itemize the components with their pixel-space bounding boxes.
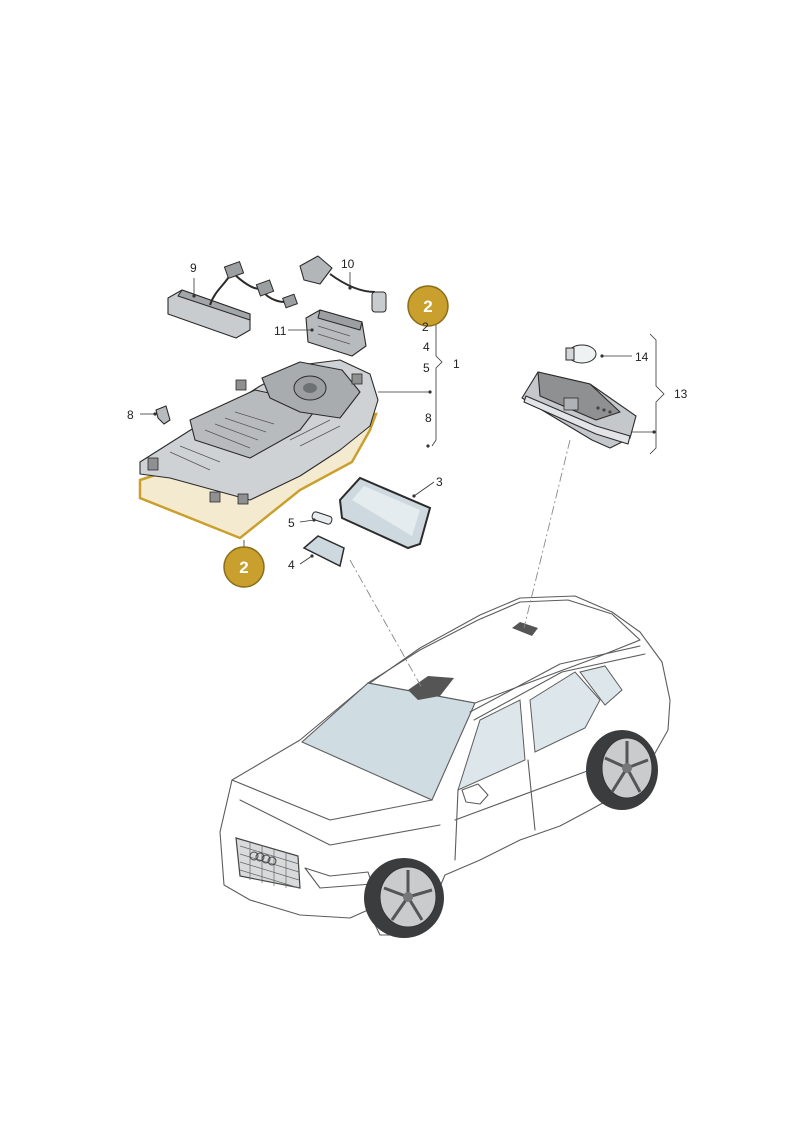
label-5-bulb: 5 — [288, 516, 295, 530]
leader-front-light-to-car — [349, 559, 423, 689]
car-front-wheel — [364, 858, 444, 938]
badge-bottom-text: 2 — [239, 558, 248, 577]
badge-bottom: 2 — [223, 546, 265, 588]
leader-rear-light-to-car — [523, 439, 571, 629]
label-8-clip: 8 — [127, 408, 134, 422]
part-11-switch-module — [305, 309, 367, 357]
brace-group-13 — [649, 333, 665, 455]
label-4-stack: 4 — [423, 340, 430, 354]
part-14-wedge-bulb — [565, 344, 597, 364]
car-quarter-window — [579, 665, 623, 706]
badge-top: 2 — [407, 285, 449, 327]
label-9: 9 — [190, 261, 197, 275]
label-14: 14 — [635, 350, 649, 364]
part-9-wiring-harness — [167, 260, 298, 339]
brace-group-1 — [431, 311, 443, 447]
car-headlight — [304, 867, 373, 889]
label-10: 10 — [341, 257, 355, 271]
part-labels: 9 10 11 8 2 4 5 1 8 3 5 4 14 13 — [127, 257, 688, 572]
label-4-lens: 4 — [288, 558, 295, 572]
label-13: 13 — [674, 387, 688, 401]
label-3: 3 — [436, 475, 443, 489]
car-logo-rings — [249, 851, 277, 866]
front-light-location — [408, 676, 454, 700]
part-5-bulb — [311, 511, 333, 525]
part-4-small-lens — [302, 535, 345, 568]
badge-top-text: 2 — [423, 297, 432, 316]
label-2-stack: 2 — [422, 320, 429, 334]
part-10-cable-with-socket — [299, 255, 387, 313]
rear-light-location — [512, 622, 538, 636]
car-side-mirror — [461, 783, 489, 805]
rear-reading-light-assembly — [521, 371, 637, 449]
label-5-stack: 5 — [423, 361, 430, 375]
part-3-lens — [338, 476, 432, 550]
part-8-clip — [155, 405, 171, 425]
label-1: 1 — [453, 357, 460, 371]
car-side-window-rear — [529, 671, 601, 753]
car-illustration — [219, 595, 671, 938]
label-8-stack: 8 — [425, 411, 432, 425]
car-windshield — [301, 682, 476, 801]
label-11: 11 — [274, 324, 287, 338]
front-interior-light-assembly — [138, 359, 379, 540]
car-side-window-front — [457, 699, 526, 791]
car-rear-wheel — [586, 730, 658, 810]
